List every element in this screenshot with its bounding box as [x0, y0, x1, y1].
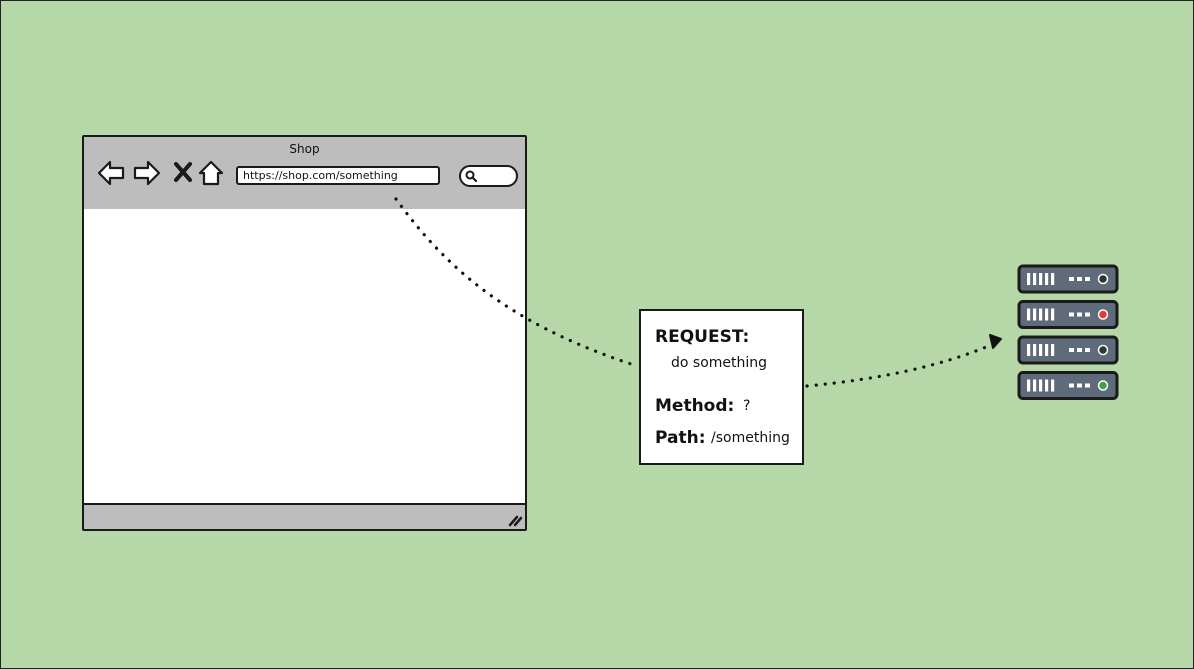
- request-card: REQUEST: do something Method: ? Path: /s…: [639, 309, 804, 465]
- search-box[interactable]: [459, 165, 518, 187]
- request-to-server-connector: [805, 343, 993, 388]
- url-bar[interactable]: https://shop.com/something: [236, 166, 440, 185]
- resize-grip-icon[interactable]: [507, 513, 523, 527]
- home-icon[interactable]: [198, 159, 224, 187]
- server-led-icon: [1097, 273, 1109, 285]
- close-x-icon[interactable]: [172, 161, 194, 183]
- browser-title: Shop: [289, 142, 320, 156]
- server-led-icon: [1097, 380, 1109, 391]
- request-description: do something: [671, 355, 768, 371]
- browser-to-request-connector: [394, 197, 633, 366]
- browser-status-bar: [84, 503, 525, 529]
- server-led-icon: [1097, 309, 1109, 320]
- method-value: ?: [743, 398, 751, 414]
- path-label: Path:: [655, 428, 706, 448]
- server-unit: [1017, 335, 1119, 365]
- path-value: /something: [711, 430, 790, 446]
- server-rack-icon: [1017, 264, 1119, 400]
- server-unit: [1017, 264, 1119, 294]
- server-unit: [1017, 300, 1119, 329]
- browser-content-area: [84, 209, 525, 505]
- arrow-head-icon: [989, 334, 1002, 349]
- server-led-icon: [1097, 344, 1109, 356]
- method-label: Method:: [655, 396, 735, 416]
- request-title: REQUEST:: [655, 327, 750, 347]
- browser-window: Shop https://shop.com/something: [82, 135, 527, 531]
- browser-toolbar: Shop https://shop.com/something: [84, 137, 525, 211]
- back-arrow-icon[interactable]: [96, 159, 126, 187]
- search-icon: [465, 170, 478, 183]
- server-unit: [1017, 371, 1119, 400]
- forward-arrow-icon[interactable]: [132, 159, 162, 187]
